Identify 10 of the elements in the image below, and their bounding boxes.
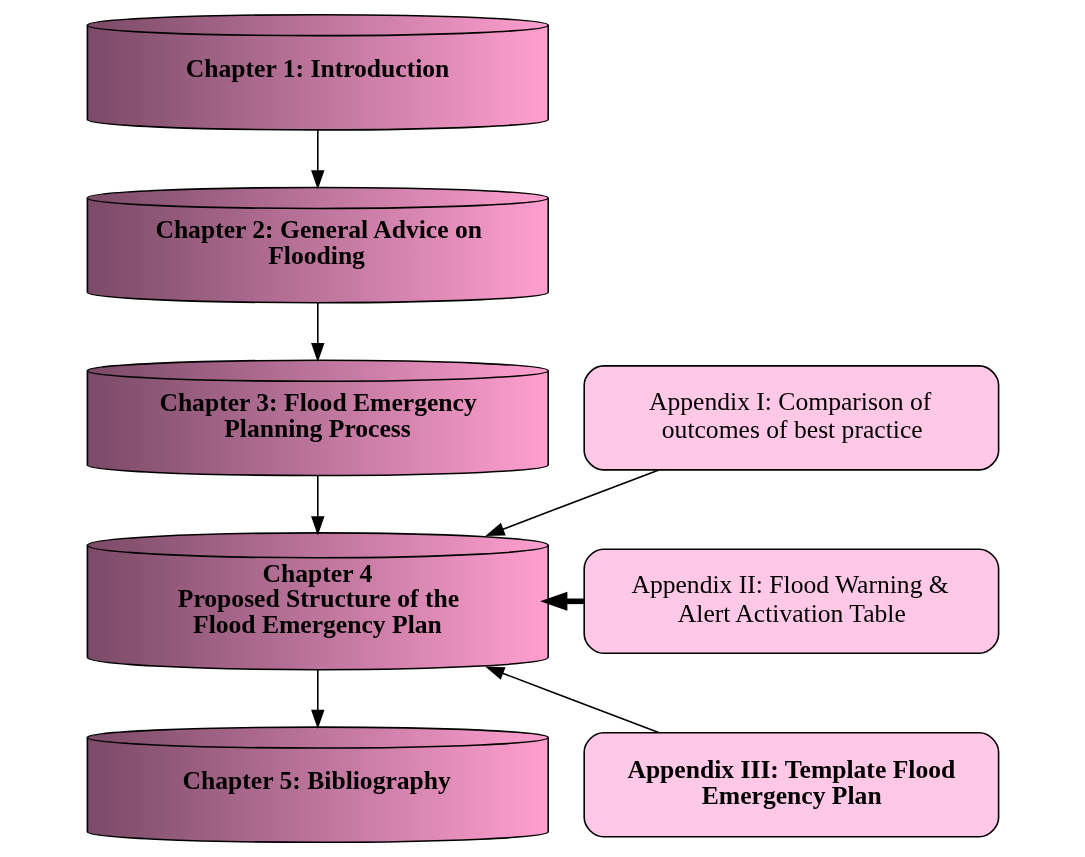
arrow [310,669,325,729]
node-box: Appendix III: Template Flood Emergency Plan [582,731,999,838]
arrow [484,666,659,734]
arrow [539,591,584,611]
node-box: Appendix I: Comparison of outcomes of best practice [582,365,999,471]
arrow [310,129,325,190]
node-box: Appendix II: Flood Warning & Alert Activation Table [582,548,999,655]
arrow [310,474,325,536]
arrow [484,469,660,536]
arrow [310,301,325,363]
